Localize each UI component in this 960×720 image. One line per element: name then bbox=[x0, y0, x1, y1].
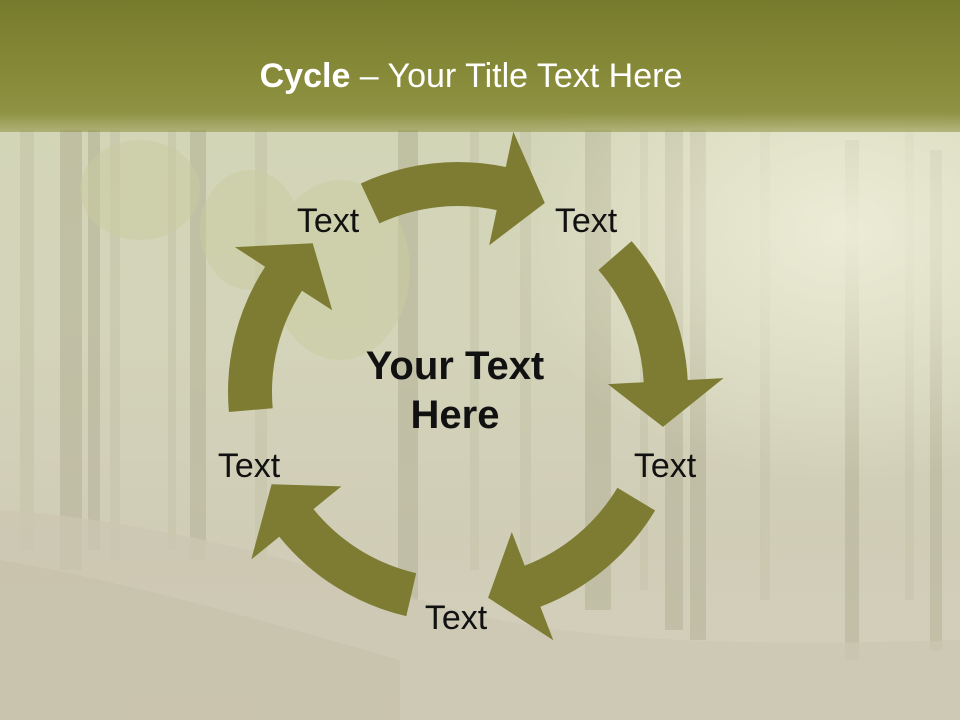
arrow-bottom-left-icon bbox=[251, 484, 417, 617]
arrow-right-icon bbox=[598, 241, 724, 427]
cycle-label-right: Text bbox=[633, 447, 697, 485]
cycle-label-top-left: Text bbox=[296, 202, 360, 240]
slide-title: Cycle – Your Title Text Here bbox=[0, 55, 942, 97]
cycle-label-left: Text bbox=[217, 447, 281, 485]
slide-title-bold: Cycle bbox=[259, 57, 351, 95]
slide-title-rest: – Your Title Text Here bbox=[350, 57, 683, 95]
arrow-left-icon bbox=[228, 243, 333, 412]
cycle-label-bottom: Text bbox=[424, 599, 488, 637]
center-text: Your Text Here bbox=[365, 344, 545, 437]
arrow-bottom-right-icon bbox=[488, 487, 656, 641]
cycle-label-top-right: Text bbox=[554, 202, 618, 240]
title-band bbox=[0, 0, 960, 132]
arrow-top-icon bbox=[360, 131, 545, 246]
